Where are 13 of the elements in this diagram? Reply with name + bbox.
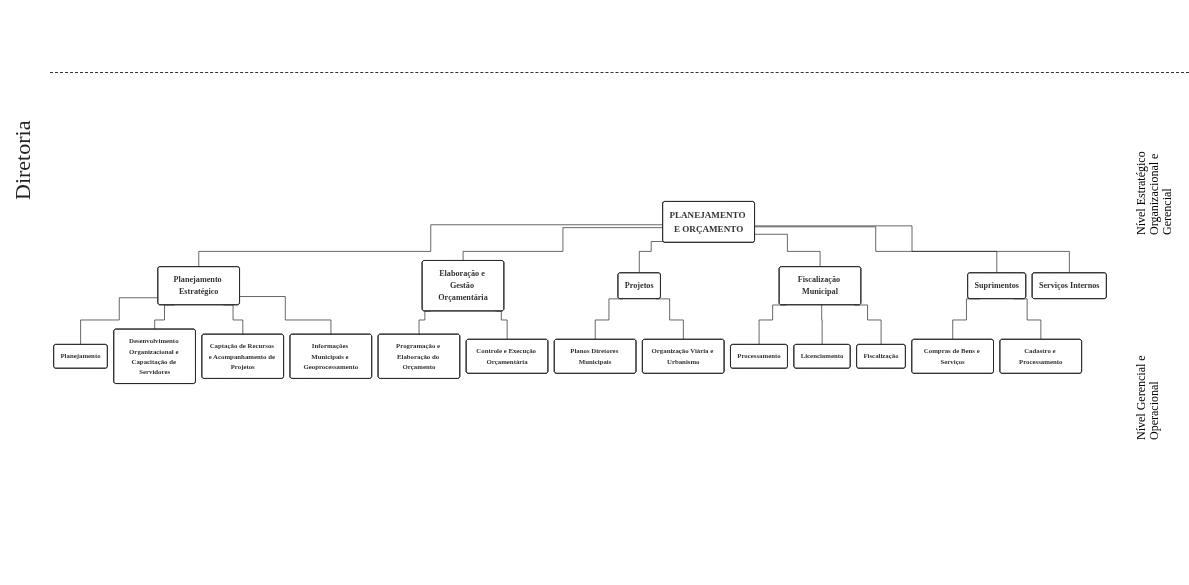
connector xyxy=(754,225,1070,274)
connector xyxy=(80,297,159,345)
connector xyxy=(754,226,998,274)
level-label: Nível Estratégico Organizacional e Gerencial xyxy=(1135,150,1174,235)
connector xyxy=(198,224,664,268)
connector xyxy=(754,233,821,268)
connector xyxy=(239,296,332,335)
connector xyxy=(462,227,664,262)
level-label: Nível Gerencial e Operacional xyxy=(1135,354,1161,440)
side-label: Diretoria xyxy=(10,120,36,200)
connector xyxy=(594,298,624,340)
connector xyxy=(821,304,823,345)
connector xyxy=(638,241,664,274)
